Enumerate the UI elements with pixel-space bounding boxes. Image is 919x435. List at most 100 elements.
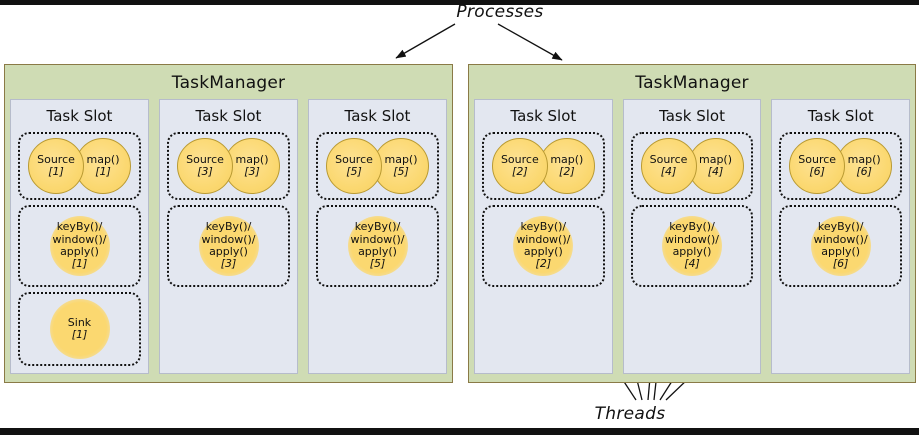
task-group-box: Source[6]map()[6] xyxy=(779,132,903,200)
operator-label: apply() xyxy=(821,245,861,258)
operator-label: map() xyxy=(384,152,418,166)
operator-label: Sink xyxy=(67,315,92,329)
operator-circle[interactable]: Source[5] xyxy=(326,138,382,194)
operator-index: [6] xyxy=(832,257,849,271)
task-group-box: keyBy()/window()/apply()[5] xyxy=(316,205,439,287)
operator-label: map() xyxy=(235,152,269,166)
operator-circle[interactable]: keyBy()/window()/apply()[5] xyxy=(347,216,408,276)
operator-label: keyBy()/ xyxy=(669,220,715,234)
operator-group: keyBy()/window()/apply()[1] xyxy=(20,216,139,276)
operator-index: [5] xyxy=(393,165,409,178)
operator-label: apply() xyxy=(523,245,563,258)
task-group-box: Source[5]map()[5] xyxy=(316,132,439,200)
operator-label: Source xyxy=(37,152,75,166)
task-slot-title: Task Slot xyxy=(659,107,725,125)
operator-circle[interactable]: keyBy()/window()/apply()[2] xyxy=(513,216,574,276)
operator-circle[interactable]: keyBy()/window()/apply()[3] xyxy=(198,216,259,276)
operator-label: Source xyxy=(186,152,224,166)
operator-index: [4] xyxy=(660,165,677,178)
operator-index: [1] xyxy=(71,328,88,341)
operator-index: [5] xyxy=(346,165,362,178)
operator-label: keyBy()/ xyxy=(354,220,401,234)
operator-index: [1] xyxy=(48,165,64,178)
task-group-box: keyBy()/window()/apply()[3] xyxy=(167,205,290,287)
taskmanager-title: TaskManager xyxy=(635,73,749,93)
operator-label: window()/ xyxy=(52,232,107,246)
operator-group: Sink[1] xyxy=(20,299,139,359)
operator-group: Source[3]map()[3] xyxy=(169,138,288,194)
operator-index: [6] xyxy=(856,165,872,178)
operator-label: Source xyxy=(649,152,688,166)
operator-index: [3] xyxy=(220,257,237,271)
operator-circle[interactable]: keyBy()/window()/apply()[4] xyxy=(662,216,722,276)
task-group-box: Source[4]map()[4] xyxy=(630,132,754,200)
operator-index: [2] xyxy=(559,165,575,178)
operator-group: Source[4]map()[4] xyxy=(633,138,752,194)
threads-label: Threads xyxy=(594,404,666,424)
operator-label: map() xyxy=(847,152,881,166)
operator-index: [1] xyxy=(95,165,111,178)
task-group-box: Sink[1] xyxy=(18,292,141,366)
operator-label: window()/ xyxy=(664,232,720,246)
operator-circle[interactable]: Source[2] xyxy=(491,138,548,194)
operator-index: [4] xyxy=(684,257,700,271)
operator-circle[interactable]: keyBy()/window()/apply()[6] xyxy=(810,216,871,276)
task-slot-title: Task Slot xyxy=(807,107,874,125)
operator-label: keyBy()/ xyxy=(520,220,567,234)
task-slot-title: Task Slot xyxy=(46,107,113,125)
operator-circle[interactable]: Source[6] xyxy=(789,138,846,194)
bottom-black-bar xyxy=(0,428,919,435)
operator-label: map() xyxy=(86,152,120,166)
operator-group: keyBy()/window()/apply()[4] xyxy=(633,216,752,276)
task-group-box: Source[3]map()[3] xyxy=(167,132,290,200)
task-group-box: keyBy()/window()/apply()[6] xyxy=(779,205,903,287)
operator-label: apply() xyxy=(358,245,397,258)
operator-group: keyBy()/window()/apply()[3] xyxy=(169,216,288,276)
task-slot-title: Task Slot xyxy=(510,107,577,125)
operator-circle[interactable]: Sink[1] xyxy=(49,299,110,359)
processes-label: Processes xyxy=(456,2,544,22)
operator-index: [6] xyxy=(809,165,825,178)
task-slot-title: Task Slot xyxy=(195,107,262,125)
operator-index: [4] xyxy=(707,165,724,178)
operator-label: keyBy()/ xyxy=(817,220,864,234)
operator-label: map() xyxy=(550,152,584,166)
operator-circle[interactable]: Source[3] xyxy=(177,138,233,194)
operator-index: [5] xyxy=(369,257,386,271)
task-group-box: keyBy()/window()/apply()[1] xyxy=(18,205,141,287)
operator-circle[interactable]: map()[4] xyxy=(687,138,744,194)
operator-label: window()/ xyxy=(813,232,868,246)
task-group-box: Source[2]map()[2] xyxy=(482,132,605,200)
operator-index: [1] xyxy=(71,257,88,271)
operator-group: Source[2]map()[2] xyxy=(484,138,603,194)
operator-index: [2] xyxy=(512,165,528,178)
operator-label: apply() xyxy=(60,245,99,258)
operator-label: window()/ xyxy=(516,232,571,246)
taskmanager-title: TaskManager xyxy=(171,73,286,93)
task-group-box: keyBy()/window()/apply()[2] xyxy=(482,205,605,287)
operator-label: keyBy()/ xyxy=(205,220,252,234)
top-black-bar xyxy=(0,0,919,5)
operator-index: [2] xyxy=(535,257,552,271)
connector-arrow xyxy=(497,23,563,61)
operator-circle[interactable]: Source[1] xyxy=(28,138,84,194)
operator-label: Source xyxy=(798,152,837,166)
operator-circle[interactable]: keyBy()/window()/apply()[1] xyxy=(49,216,110,276)
operator-group: Source[1]map()[1] xyxy=(20,138,139,194)
operator-circle[interactable]: Source[4] xyxy=(640,138,697,194)
operator-label: window()/ xyxy=(201,232,256,246)
operator-circle[interactable]: map()[5] xyxy=(373,138,429,194)
operator-circle[interactable]: map()[3] xyxy=(224,138,280,194)
operator-label: apply() xyxy=(209,245,248,258)
operator-circle[interactable]: map()[2] xyxy=(538,138,595,194)
connector-arrow xyxy=(395,23,456,59)
